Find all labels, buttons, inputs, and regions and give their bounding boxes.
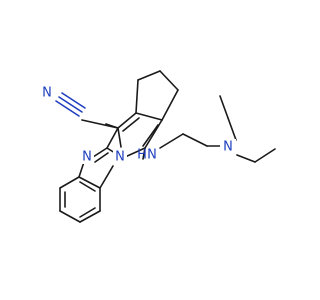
bond xyxy=(124,147,146,158)
bond xyxy=(135,79,139,114)
bond xyxy=(137,70,161,81)
bond xyxy=(105,123,119,129)
triple-bond xyxy=(55,100,80,117)
bond xyxy=(236,154,256,163)
bond xyxy=(254,148,276,163)
bond xyxy=(59,176,80,189)
bond xyxy=(117,127,122,148)
triple-bond xyxy=(58,96,83,113)
bond xyxy=(159,70,179,91)
label-background xyxy=(113,150,127,164)
bond xyxy=(142,124,159,147)
label-background xyxy=(220,139,236,155)
bond xyxy=(182,133,208,147)
bridgehead-nitrogen-label: N xyxy=(115,150,125,165)
aminoethyl-side-chain xyxy=(142,95,276,163)
label-background xyxy=(137,160,151,174)
bond xyxy=(99,165,114,189)
bond xyxy=(135,112,163,121)
bond xyxy=(144,119,163,149)
bond xyxy=(142,147,146,160)
label-background xyxy=(80,150,94,164)
triple-bond xyxy=(61,92,86,109)
bond xyxy=(159,133,184,149)
benzene-ring xyxy=(59,176,101,223)
nitrile-group xyxy=(55,92,119,129)
bond xyxy=(106,127,119,149)
atom-labels: N N N N H N xyxy=(42,86,236,174)
bond xyxy=(94,152,109,163)
double-bond-inner xyxy=(79,207,96,218)
bond xyxy=(227,117,237,141)
imidazole-nitrogen-label: N xyxy=(82,150,92,165)
bond xyxy=(117,112,137,129)
bond xyxy=(219,95,229,119)
cyclopentane-ring xyxy=(135,70,179,121)
pyridine-ring xyxy=(81,112,163,158)
bond xyxy=(59,210,81,223)
amine-nitrogen-label: N xyxy=(147,148,157,163)
molecule-structure-diagram: N N N N H N xyxy=(42,70,276,223)
diethylamine-nitrogen-label: N xyxy=(223,140,233,155)
amine-hydrogen-label: H xyxy=(137,148,147,163)
nitrile-nitrogen-label: N xyxy=(42,86,52,101)
bond xyxy=(161,89,179,121)
bond xyxy=(92,147,108,158)
bond xyxy=(78,161,85,178)
bond xyxy=(79,210,101,223)
bond xyxy=(78,176,101,189)
bond xyxy=(122,117,140,132)
double-bond-inner xyxy=(79,181,96,192)
